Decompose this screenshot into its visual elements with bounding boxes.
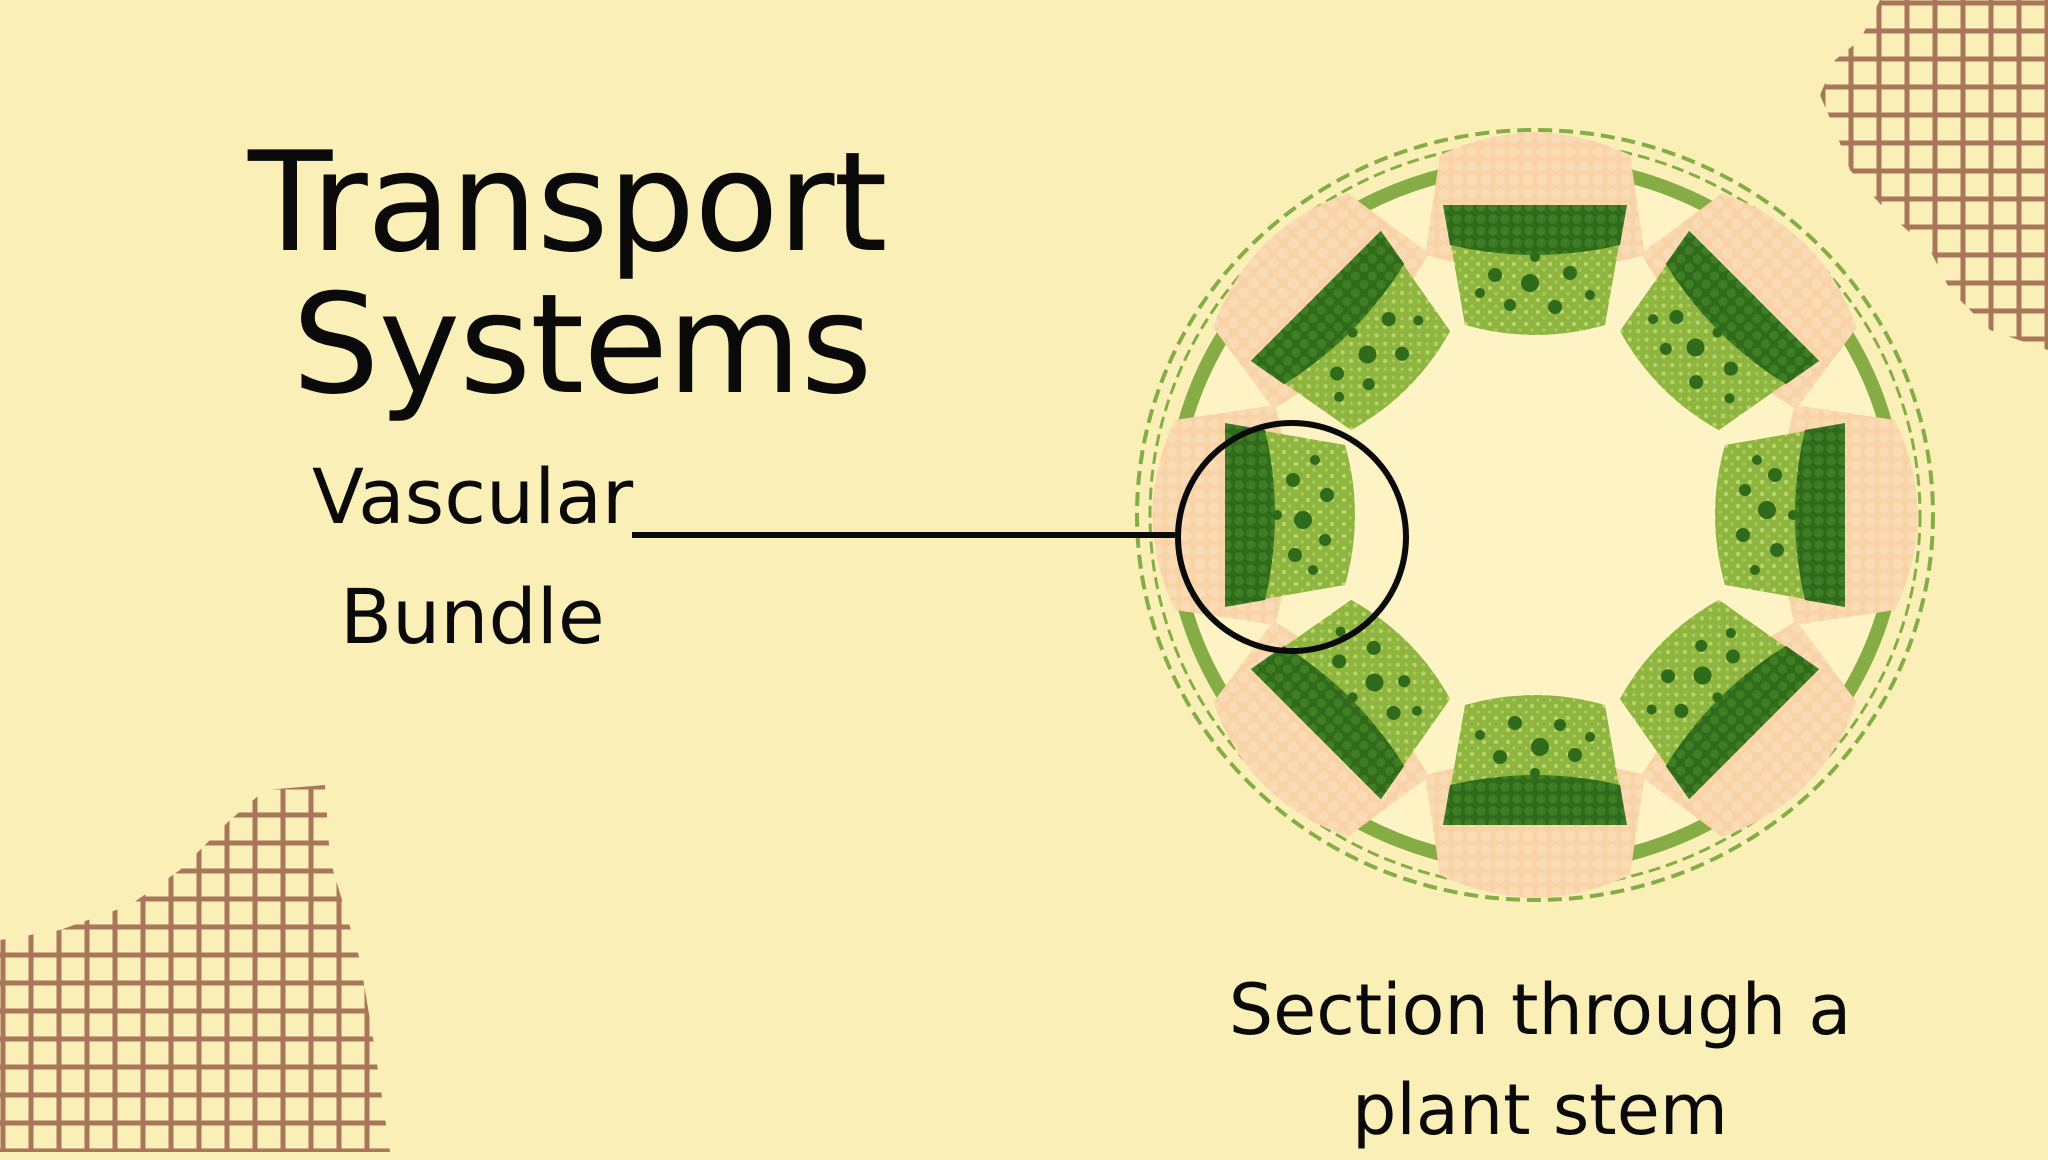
grid-pattern-decoration-bottom-left [0,785,390,1152]
diagram-caption: Section through a plant stem [1228,969,1852,1151]
magnifier-circle-icon [1175,420,1409,654]
plant-stem-cross-section-icon [1135,128,1935,902]
title-line-1: Transport [248,122,888,283]
title-line-2: Systems [292,264,872,425]
grid-pattern-decoration-top-right [1820,0,2048,350]
vascular-bundle-label-line-2: Bundle [340,572,605,661]
vascular-bundle-label-line-1: Vascular [312,452,634,541]
